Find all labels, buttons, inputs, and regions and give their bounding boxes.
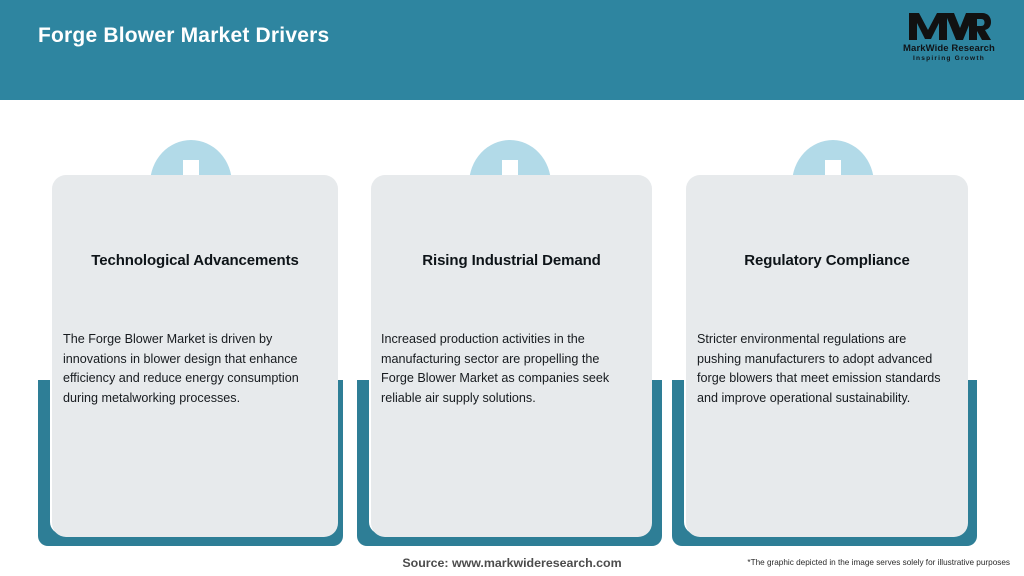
driver-card-body-1: The Forge Blower Market is driven by inn…	[63, 332, 299, 405]
driver-card-1[interactable]	[52, 175, 338, 537]
driver-card-title-3: Regulatory Compliance	[744, 252, 910, 269]
page-title: Forge Blower Market Drivers	[38, 24, 330, 47]
footer-disclaimer: *The graphic depicted in the image serve…	[747, 558, 1010, 567]
markwide-research-logo: MarkWide Research Inspiring Growth	[890, 10, 1008, 66]
footer-source: Source: www.markwideresearch.com	[402, 556, 622, 570]
mwr-monogram-icon	[909, 13, 991, 40]
logo-company-name: MarkWide Research	[903, 43, 995, 54]
driver-card-3[interactable]	[686, 175, 968, 537]
driver-card-2[interactable]	[371, 175, 652, 537]
driver-card-title-2: Rising Industrial Demand	[422, 252, 601, 269]
driver-card-body-3: Stricter environmental regulations are p…	[697, 332, 941, 405]
driver-card-title-1: Technological Advancements	[91, 252, 299, 269]
logo-tagline: Inspiring Growth	[913, 55, 985, 62]
header-bar: Forge Blower Market Drivers MarkWide Res…	[0, 0, 1024, 100]
driver-card-body-2: Increased production activities in the m…	[381, 332, 610, 405]
